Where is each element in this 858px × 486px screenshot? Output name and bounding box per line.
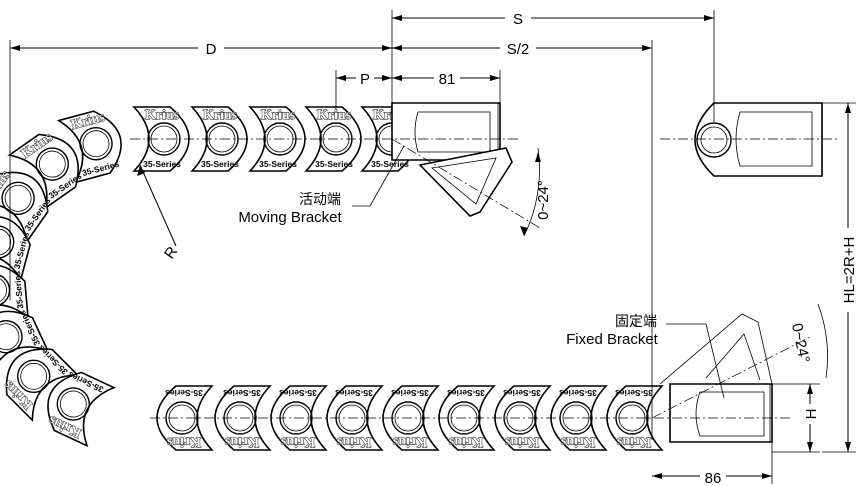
- chain-links: Krius35-SeriesKrius35-SeriesKrius35-Seri…: [0, 106, 664, 451]
- callout-moving-bracket: 活动端 Moving Bracket: [238, 145, 405, 226]
- link-series-text: 35-Series: [279, 388, 317, 398]
- link-series-text: 35-Series: [143, 159, 181, 169]
- link-series-text: 35-Series: [12, 270, 25, 309]
- link-series-text: 35-Series: [223, 388, 261, 398]
- dim-S-half-label: S/2: [507, 41, 530, 58]
- link-series-text: 35-Series: [259, 159, 297, 169]
- dim-86-label: 86: [705, 470, 722, 486]
- link-series-text: 35-Series: [371, 159, 409, 169]
- link-brand-text: Krius: [166, 434, 201, 449]
- link-series-text: 35-Series: [391, 388, 429, 398]
- link-brand-text: Krius: [145, 108, 180, 123]
- moving-bracket-en: Moving Bracket: [238, 209, 342, 226]
- chain-link: Krius 35-Series: [438, 385, 496, 451]
- link-brand-text: Krius: [448, 434, 483, 449]
- link-brand-text: Krius: [560, 434, 595, 449]
- fixed-bracket-cn: 固定端: [615, 313, 657, 329]
- dim-HL-label: HL=2R+H: [841, 237, 858, 304]
- chain-link: Krius 35-Series: [190, 106, 248, 172]
- angle-moving-label: 0~24°: [535, 180, 552, 220]
- dim-R-label: R: [161, 243, 181, 262]
- dim-P: P: [335, 68, 392, 110]
- dim-H-label: H: [803, 409, 820, 420]
- dim-S-half: S/2: [392, 38, 653, 440]
- link-brand-text: Krius: [317, 108, 352, 123]
- dim-HL: HL=2R+H: [822, 102, 858, 453]
- dim-81-label: 81: [439, 71, 456, 88]
- dim-P-label: P: [360, 71, 370, 88]
- link-brand-text: Krius: [280, 434, 315, 449]
- link-brand-text: Krius: [616, 434, 651, 449]
- angle-fixed: 0~24°: [788, 303, 828, 379]
- link-brand-text: Krius: [504, 434, 539, 449]
- link-series-text: 35-Series: [165, 388, 203, 398]
- dim-H: H: [772, 383, 820, 453]
- fixed-bracket-en: Fixed Bracket: [566, 331, 659, 348]
- moving-bracket-cn: 活动端: [299, 191, 341, 207]
- angle-moving: 0~24°: [520, 147, 552, 237]
- link-brand-text: Krius: [392, 434, 427, 449]
- link-series-text: 35-Series: [503, 388, 541, 398]
- link-series-text: 35-Series: [335, 388, 373, 398]
- chain-link: Krius 35-Series: [156, 385, 214, 451]
- dim-R: R: [137, 164, 181, 262]
- link-series-text: 35-Series: [315, 159, 353, 169]
- dim-S: S: [391, 8, 715, 139]
- link-series-text: 35-Series: [615, 388, 653, 398]
- link-series-text: 35-Series: [201, 159, 239, 169]
- link-brand-text: Krius: [203, 108, 238, 123]
- chain-link: Krius 35-Series: [494, 385, 552, 451]
- link-brand-text: Krius: [224, 434, 259, 449]
- link-series-text: 35-Series: [559, 388, 597, 398]
- link-series-text: 35-Series: [447, 388, 485, 398]
- dim-S-label: S: [513, 11, 523, 28]
- fixed-bracket: [659, 313, 773, 443]
- dim-D-label: D: [206, 41, 217, 58]
- dim-86: 86: [652, 442, 773, 486]
- spare-link: [694, 102, 823, 177]
- dim-D: D: [9, 38, 392, 300]
- angle-fixed-label: 0~24°: [788, 322, 813, 364]
- link-brand-text: Krius: [336, 434, 371, 449]
- moving-bracket: [391, 102, 513, 217]
- link-brand-text: Krius: [261, 108, 296, 123]
- center-lines: [130, 138, 840, 419]
- callout-fixed-bracket: 固定端 Fixed Bracket: [566, 313, 725, 399]
- dim-81: 81: [392, 68, 501, 103]
- chain-link: Krius 35-Series: [606, 385, 664, 451]
